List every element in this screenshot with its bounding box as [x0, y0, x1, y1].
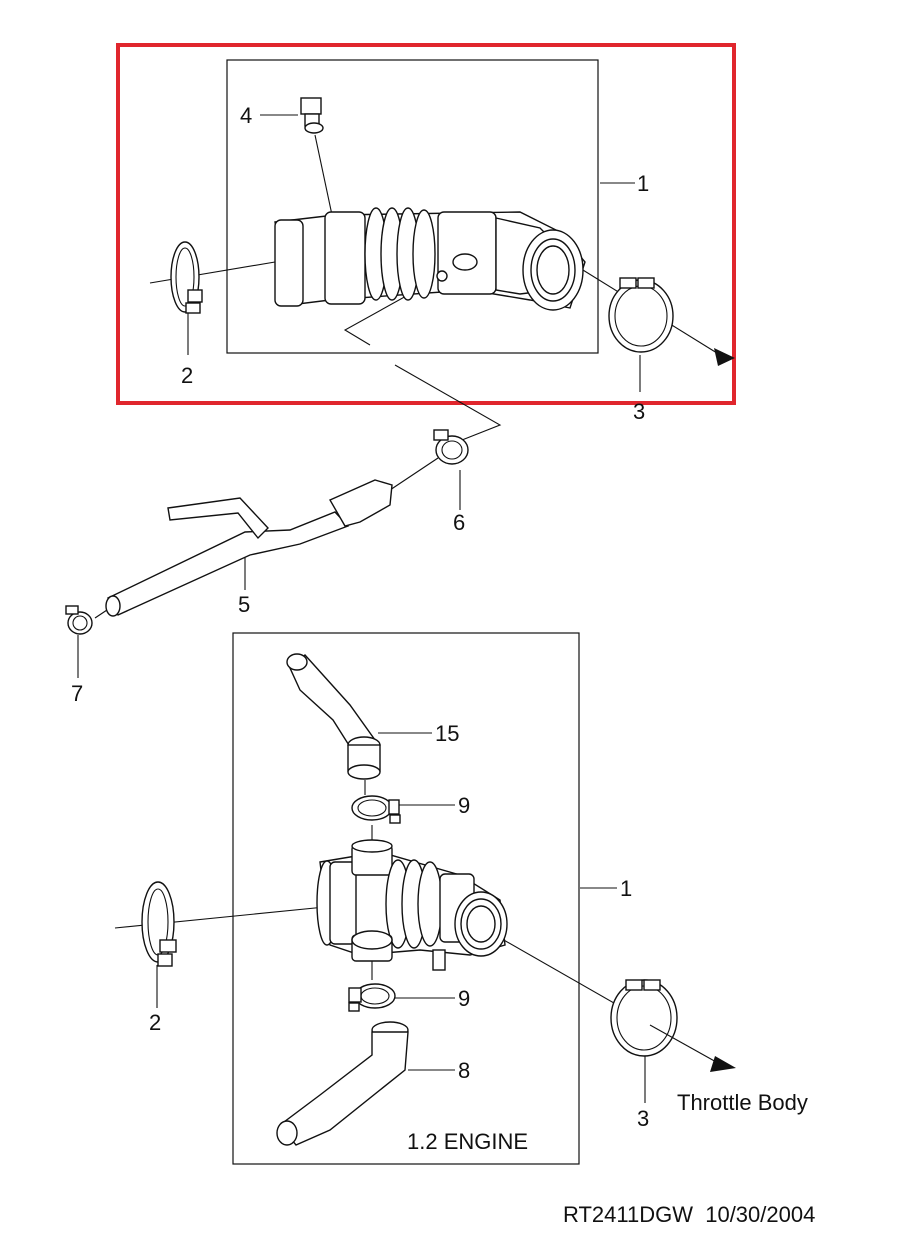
callout-1-lower: 1 — [620, 876, 632, 901]
engine-label: 1.2 ENGINE — [407, 1129, 528, 1154]
hose-clamp-icon — [170, 241, 203, 314]
throttle-body-label: Throttle Body — [677, 1090, 808, 1115]
hose-clamp-icon — [141, 881, 177, 967]
callout-3-upper: 3 — [633, 399, 645, 424]
callout-8: 8 — [458, 1058, 470, 1083]
callout-3-lower: 3 — [637, 1106, 649, 1131]
hose-clamp-icon — [65, 605, 93, 635]
callout-9-upper: 9 — [458, 793, 470, 818]
callout-2-upper: 2 — [181, 363, 193, 388]
breather-hose — [105, 479, 393, 617]
callout-9-lower: 9 — [458, 986, 470, 1011]
middle-section: 6 5 7 — [65, 364, 502, 706]
hose-clamp-icon — [610, 979, 678, 1057]
lower-assembly: 15 9 1 2 9 8 3 Throttle Body 1.2 ENGINE — [114, 632, 808, 1165]
callout-2-lower: 2 — [149, 1010, 161, 1035]
upper-air-duct — [274, 207, 586, 311]
highlight-box — [116, 43, 736, 405]
callout-6: 6 — [453, 510, 465, 535]
arrow-icon — [714, 348, 735, 366]
hose-clamp-icon — [348, 983, 396, 1012]
callout-1-upper: 1 — [637, 171, 649, 196]
upper-inset-frame — [226, 59, 599, 354]
callout-7: 7 — [71, 681, 83, 706]
lower-hose — [276, 1021, 409, 1146]
lower-air-duct — [316, 839, 508, 971]
upper-hose — [286, 653, 381, 780]
hose-clamp-icon — [608, 277, 674, 353]
arrow-icon — [649, 1024, 736, 1072]
hose-clamp-icon — [351, 795, 401, 824]
upper-assembly: 4 1 2 3 — [116, 43, 736, 424]
callout-5: 5 — [238, 592, 250, 617]
sensor-icon — [300, 97, 324, 134]
hose-clamp-icon — [433, 429, 469, 465]
callout-15: 15 — [435, 721, 459, 746]
lower-inset-frame — [232, 632, 580, 1165]
diagram-code: RT2411DGW 10/30/2004 — [563, 1202, 815, 1227]
callout-4: 4 — [240, 103, 252, 128]
